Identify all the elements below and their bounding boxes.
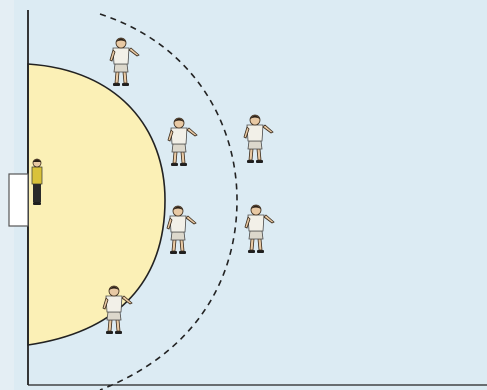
goal-icon — [9, 174, 28, 226]
